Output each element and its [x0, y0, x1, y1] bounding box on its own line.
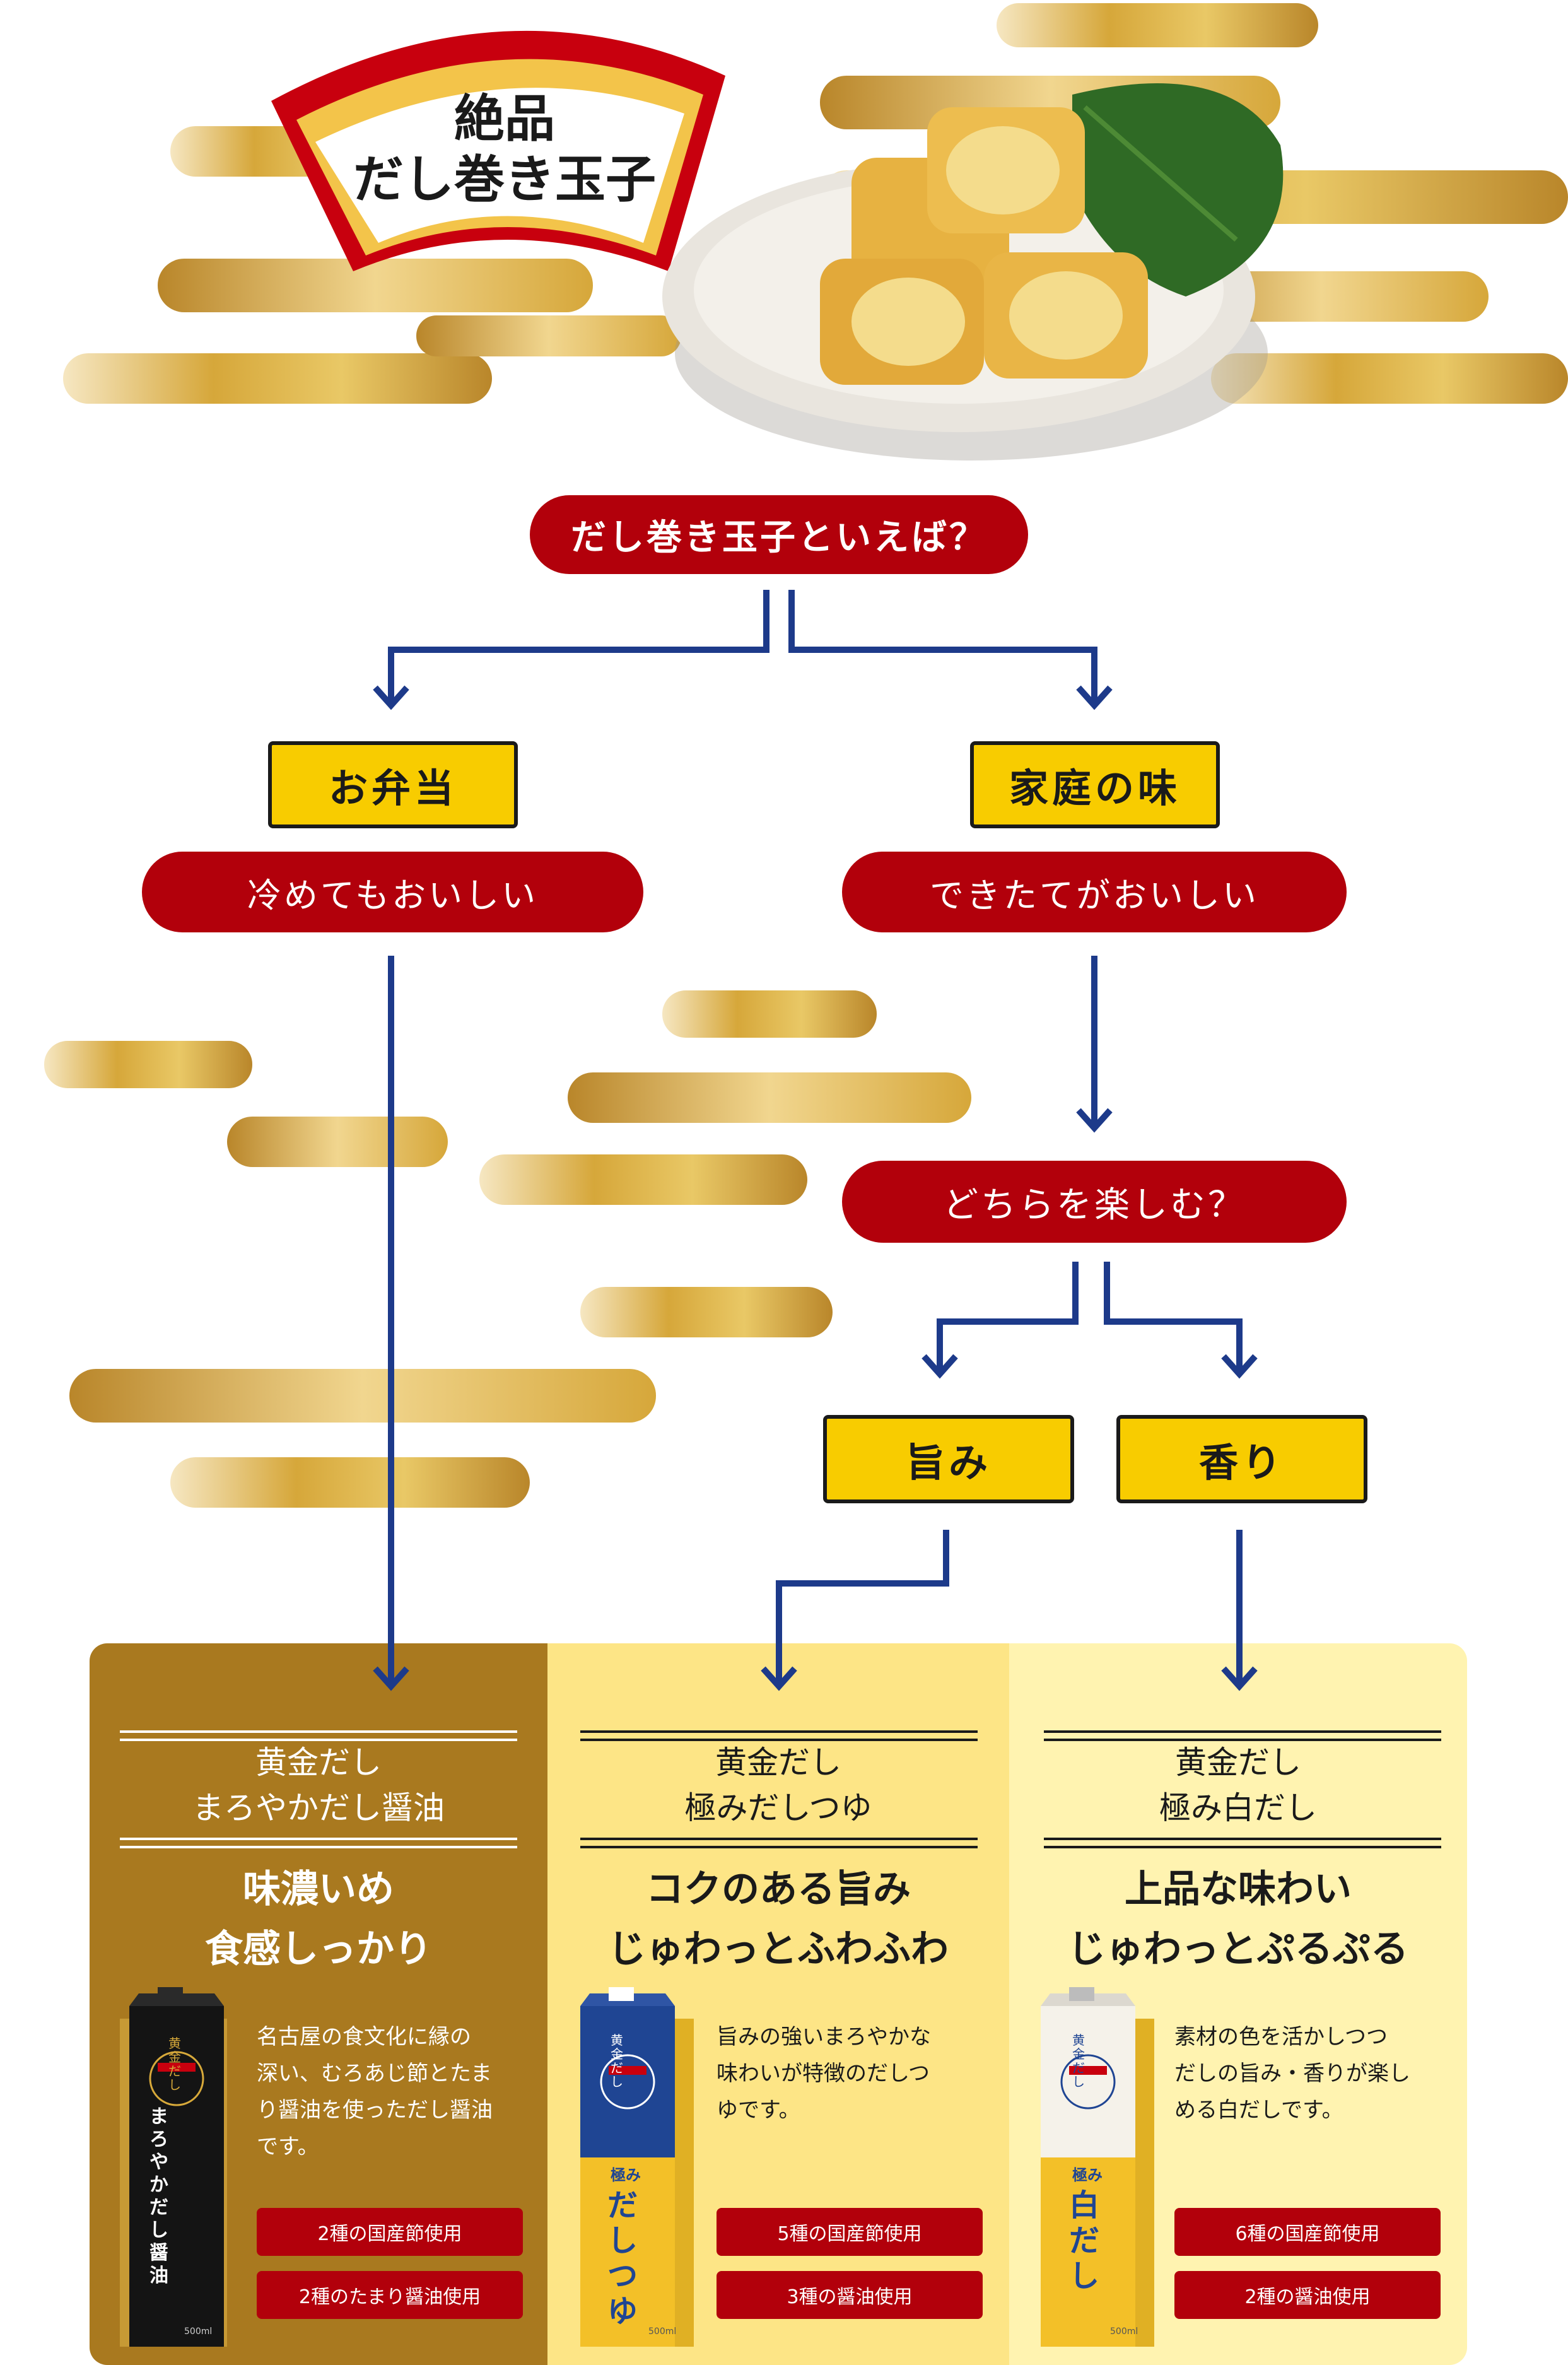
product-pack-1: [120, 1987, 227, 2347]
desc-line: 名古屋の食文化に縁の: [257, 2024, 471, 2050]
desc-line: 味わいが特徴のだしつ: [717, 2061, 930, 2086]
branch-home-label: 家庭の味: [1009, 765, 1181, 811]
product-pack-2: [580, 1987, 694, 2347]
option-umami-label: 旨み: [905, 1440, 992, 1486]
pack-3-badge: 極み: [1072, 2166, 1103, 2184]
pack-2-badge: 極み: [611, 2166, 641, 2184]
product-3-headline-line-1: 上品な味わい: [1125, 1867, 1352, 1911]
desc-line: 深い、むろあじ節とたま: [257, 2061, 492, 2086]
desc-line: ゆです。: [717, 2098, 800, 2123]
pack-3-name: 白だし: [1069, 2188, 1100, 2294]
question-1-label: だし巻き玉子といえば？: [571, 517, 987, 558]
product-2-headline: コクのある旨み じゅわっとふわふわ: [547, 1860, 1009, 1980]
flow-connectors: [388, 590, 1243, 1684]
pack-1-name: まろやかだし醤油: [149, 2106, 168, 2287]
option-aroma-label: 香り: [1198, 1440, 1285, 1486]
product-column-2: 黄金だし 極みだしつゆ コクのある旨み じゅわっとふわふわ 旨みの強いまろやかな…: [547, 1658, 1009, 2365]
product-pack-3: [1041, 1987, 1154, 2347]
product-1-headline: 味濃いめ 食感しっかり: [90, 1860, 547, 1980]
question-1-pill: だし巻き玉子といえば？: [530, 495, 1028, 574]
branch-home-sub: できたてがおいしい: [930, 875, 1259, 915]
product-1-badge-2: 2種のたまり醤油使用: [257, 2271, 523, 2319]
desc-line: り醤油を使っただし醤油: [257, 2098, 493, 2123]
page-title: 絶品 だし巻き玉子: [353, 88, 656, 209]
branch-home-box: 家庭の味: [970, 741, 1220, 828]
pack-2-volume: 500ml: [648, 2327, 677, 2337]
product-2-description: 旨みの強いまろやかな 味わいが特徴のだしつ ゆです。: [717, 2019, 994, 2128]
product-2-name: 黄金だし 極みだしつゆ: [547, 1740, 1009, 1831]
product-column-1: 黄金だし まろやかだし醤油 味濃いめ 食感しっかり 名古屋の食文化に縁の 深い、…: [90, 1658, 547, 2365]
title-line-1: 絶品: [454, 89, 555, 148]
desc-line: 素材の色を活かしつつ: [1174, 2024, 1388, 2050]
pack-1-volume: 500ml: [184, 2327, 213, 2337]
product-3-badge-2: 2種の醤油使用: [1174, 2271, 1441, 2319]
product-3-name-line-1: 黄金だし: [1175, 1744, 1301, 1781]
pack-2-brand: 黄金だし: [611, 2033, 623, 2089]
product-2-headline-line-1: コクのある旨み: [646, 1867, 911, 1911]
product-2-badge-1: 5種の国産節使用: [717, 2208, 983, 2256]
product-3-headline-line-2: じゅわっとぷるぷる: [1068, 1927, 1408, 1971]
branch-bento-box: お弁当: [268, 741, 518, 828]
option-aroma-box: 香り: [1116, 1415, 1367, 1503]
desc-line: だしの旨み・香りが楽し: [1174, 2061, 1410, 2086]
branch-bento-pill: 冷めてもおいしい: [142, 852, 643, 932]
pack-3-volume: 500ml: [1110, 2327, 1138, 2337]
product-3-description: 素材の色を活かしつつ だしの旨み・香りが楽し める白だしです。: [1174, 2019, 1452, 2128]
product-2-headline-line-2: じゅわっとふわふわ: [608, 1927, 949, 1971]
product-1-headline-line-2: 食感しっかり: [205, 1927, 432, 1971]
product-2-name-line-1: 黄金だし: [715, 1744, 841, 1781]
product-1-name-line-1: 黄金だし: [255, 1744, 382, 1781]
branch-bento-sub: 冷めてもおいしい: [247, 875, 539, 915]
option-umami-box: 旨み: [823, 1415, 1074, 1503]
title-line-2: だし巻き玉子: [353, 150, 656, 209]
panel-rules: [120, 1730, 1441, 1848]
product-2-name-line-2: 極みだしつゆ: [684, 1790, 872, 1826]
product-column-3: 黄金だし 極み白だし 上品な味わい じゅわっとぷるぷる 素材の色を活かしつつ だ…: [1009, 1658, 1467, 2365]
product-1-badge-1: 2種の国産節使用: [257, 2208, 523, 2256]
desc-line: です。: [257, 2134, 319, 2159]
product-1-name-line-2: まろやかだし醤油: [192, 1790, 445, 1826]
question-2-label: どちらを楽しむ？: [943, 1184, 1246, 1226]
product-1-name: 黄金だし まろやかだし醤油: [90, 1740, 547, 1831]
arrow-heads: [373, 685, 1258, 1691]
fan-plaque: [271, 30, 725, 272]
product-2-badge-2: 3種の醤油使用: [717, 2271, 983, 2319]
pack-2-name: だしつゆ: [607, 2188, 638, 2329]
desc-line: 旨みの強いまろやかな: [717, 2024, 931, 2050]
product-3-name: 黄金だし 極み白だし: [1009, 1740, 1467, 1831]
product-1-headline-line-1: 味濃いめ: [243, 1867, 394, 1911]
product-3-headline: 上品な味わい じゅわっとぷるぷる: [1009, 1860, 1467, 1980]
pack-3-brand: 黄金だし: [1072, 2033, 1085, 2089]
pack-1-brand: 黄金だし: [168, 2036, 181, 2092]
question-2-pill: どちらを楽しむ？: [842, 1161, 1347, 1243]
branch-home-pill: できたてがおいしい: [842, 852, 1347, 932]
desc-line: める白だしです。: [1174, 2098, 1343, 2123]
product-3-badge-1: 6種の国産節使用: [1174, 2208, 1441, 2256]
product-1-description: 名古屋の食文化に縁の 深い、むろあじ節とたま り醤油を使っただし醤油 です。: [257, 2019, 534, 2165]
dashimaki-plate-image: [662, 83, 1284, 461]
product-3-name-line-2: 極み白だし: [1159, 1790, 1317, 1826]
branch-bento-label: お弁当: [328, 765, 457, 811]
